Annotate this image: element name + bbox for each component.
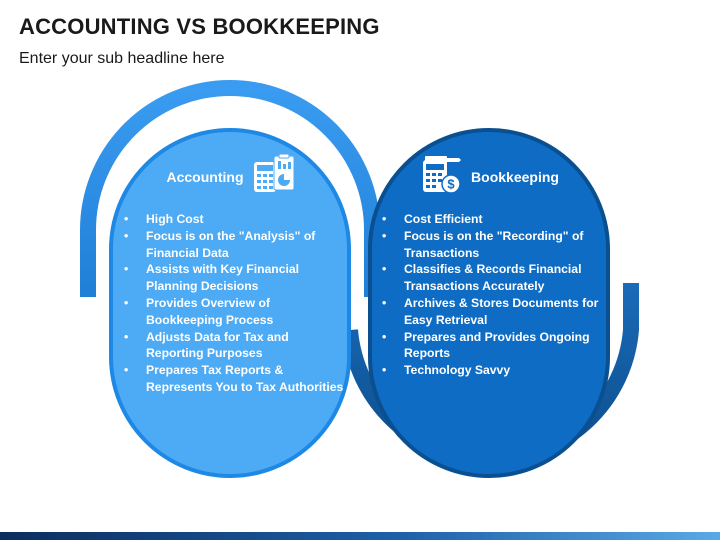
page-title: ACCOUNTING VS BOOKKEEPING bbox=[19, 14, 380, 39]
bookkeeping-label: Bookkeeping bbox=[471, 168, 559, 185]
list-item: Focus is on the "Recording" of Transacti… bbox=[374, 228, 604, 262]
bookkeeping-list: Cost Efficient Focus is on the "Recordin… bbox=[374, 211, 604, 379]
list-item: Provides Overview of Bookkeeping Process bbox=[116, 295, 346, 329]
accounting-panel: Accounting High Cost Focus is bbox=[116, 153, 346, 396]
list-item: Technology Savvy bbox=[374, 362, 604, 379]
list-item: Prepares and Provides Ongoing Reports bbox=[374, 329, 604, 363]
list-item: Classifies & Records Financial Transacti… bbox=[374, 261, 604, 295]
list-item: Focus is on the "Analysis" of Financial … bbox=[116, 228, 346, 262]
list-item: High Cost bbox=[116, 211, 346, 228]
svg-text:$: $ bbox=[447, 177, 455, 192]
accounting-outer-arch bbox=[80, 80, 380, 297]
accounting-list: High Cost Focus is on the "Analysis" of … bbox=[116, 211, 346, 396]
page-subtitle: Enter your sub headline here bbox=[19, 50, 225, 67]
accounting-calculator-chart-icon bbox=[252, 153, 296, 199]
list-item: Adjusts Data for Tax and Reporting Purpo… bbox=[116, 329, 346, 363]
accounting-header: Accounting bbox=[116, 153, 346, 199]
bookkeeping-calculator-dollar-icon: $ bbox=[419, 154, 463, 199]
bookkeeping-panel: $ Bookkeeping Cost Efficient Focus is on… bbox=[374, 154, 604, 379]
footer-accent-bar bbox=[0, 532, 720, 540]
list-item: Assists with Key Financial Planning Deci… bbox=[116, 261, 346, 295]
bookkeeping-header: $ Bookkeeping bbox=[374, 154, 604, 199]
list-item: Prepares Tax Reports & Represents You to… bbox=[116, 362, 346, 396]
accounting-label: Accounting bbox=[166, 168, 244, 185]
list-item: Archives & Stores Documents for Easy Ret… bbox=[374, 295, 604, 329]
list-item: Cost Efficient bbox=[374, 211, 604, 228]
